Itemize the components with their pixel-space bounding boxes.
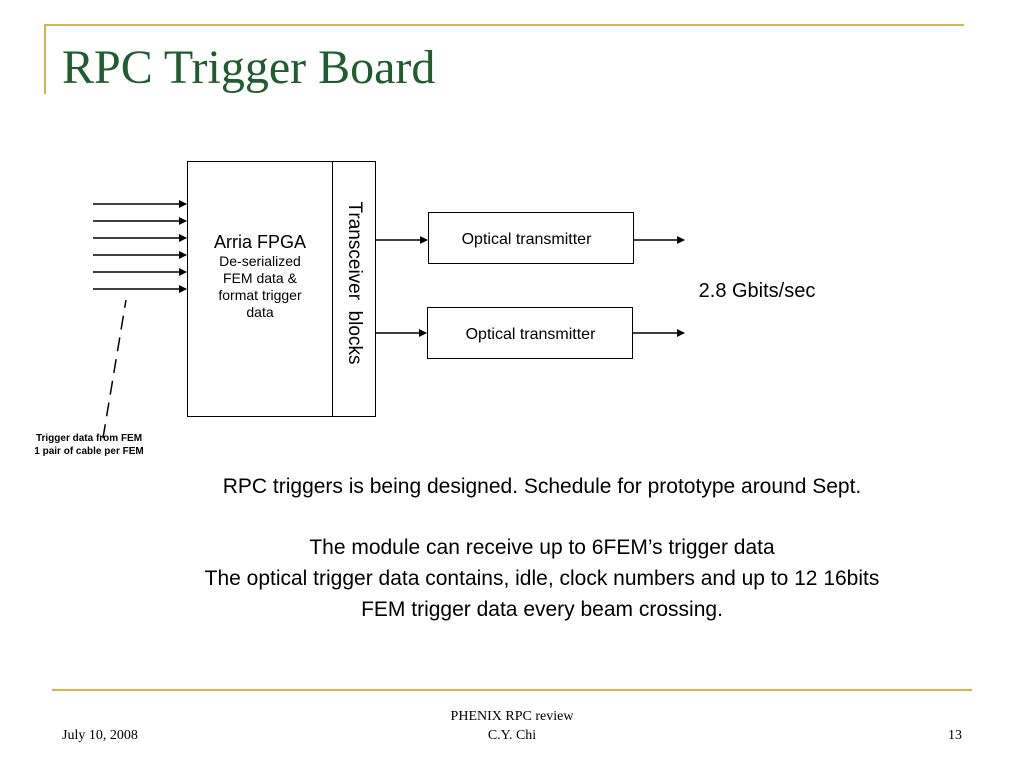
- body-line-4: FEM trigger data every beam crossing.: [361, 598, 723, 621]
- body-line-1: RPC triggers is being designed. Schedule…: [222, 475, 862, 498]
- fpga-desc-4: data: [246, 304, 274, 320]
- transceiver-box: [332, 161, 376, 417]
- footer-page-number: 13: [948, 728, 962, 743]
- transmitter-bottom-label: Optical transmitter: [465, 326, 596, 343]
- transmitter-bottom-box: [427, 307, 633, 359]
- footer-author: C.Y. Chi: [487, 728, 537, 743]
- body-line-2: The module can receive up to 6FEM’s trig…: [309, 536, 775, 559]
- input-note-line-2: 1 pair of cable per FEM: [34, 446, 144, 457]
- input-note-line-1: Trigger data from FEM: [35, 433, 143, 444]
- fpga-title: Arria FPGA: [213, 232, 306, 252]
- footer-divider: [52, 689, 972, 691]
- fpga-box: [187, 161, 333, 417]
- body-line-3: The optical trigger data contains, idle,…: [204, 567, 880, 590]
- transmitter-top-box: [428, 212, 634, 264]
- input-note-pointer: [102, 299, 127, 439]
- footer-center: PHENIX RPC review C.Y. Chi: [412, 707, 612, 745]
- transceiver-label: Transceiver blocks: [344, 201, 365, 365]
- footer-date: July 10, 2008: [62, 728, 138, 743]
- fpga-label: Arria FPGA De-serialized FEM data & form…: [188, 231, 332, 321]
- input-note: Trigger data from FEM 1 pair of cable pe…: [14, 432, 164, 458]
- fpga-desc-2: FEM data &: [223, 270, 297, 286]
- top-accent-line: [44, 24, 964, 26]
- slide-title: RPC Trigger Board: [62, 41, 436, 94]
- fpga-desc-1: De-serialized: [219, 253, 301, 269]
- left-accent-line: [44, 24, 46, 94]
- data-rate-label: 2.8 Gbits/sec: [698, 280, 816, 302]
- footer-review-title: PHENIX RPC review: [450, 709, 574, 724]
- fpga-desc-3: format trigger: [218, 287, 302, 303]
- transmitter-top-label: Optical transmitter: [461, 231, 592, 248]
